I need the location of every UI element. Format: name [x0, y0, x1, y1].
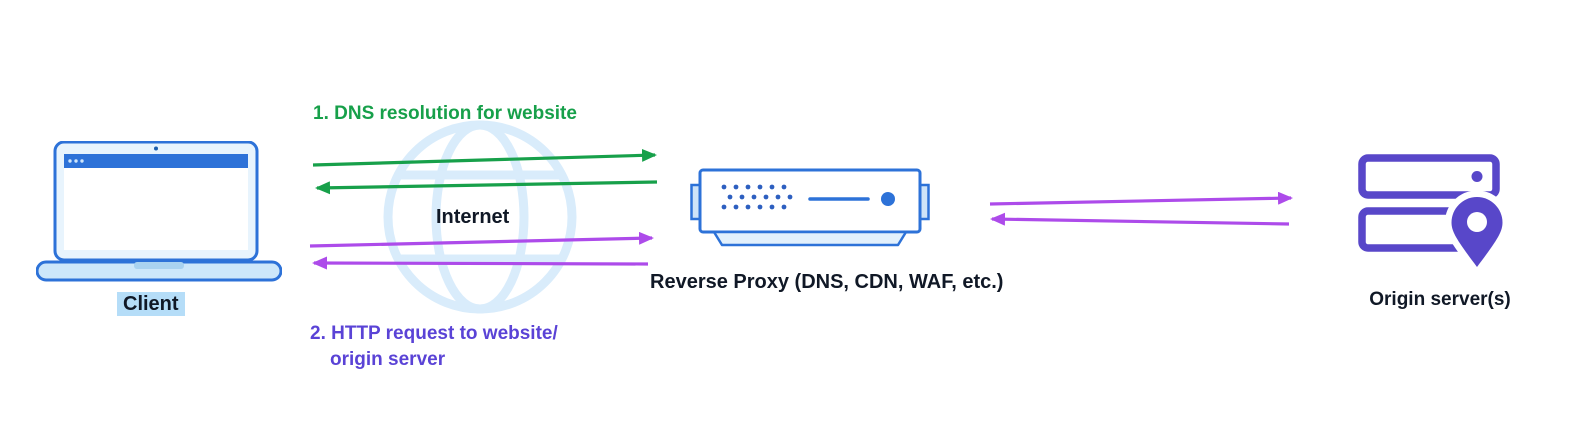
globe-lines — [383, 120, 577, 314]
location-pin-icon — [1445, 190, 1509, 274]
laptop-screen — [53, 141, 259, 262]
reverse-proxy-appliance-icon — [690, 168, 930, 247]
client-laptop-icon — [36, 141, 282, 282]
http-response-arrow — [312, 256, 649, 270]
proxy-to-origin-arrow — [989, 191, 1293, 206]
client-label-wrap: Client — [117, 292, 185, 316]
client-label: Client — [117, 292, 185, 316]
laptop-screen-content — [64, 168, 248, 250]
http-step-label-line1: 2. HTTP request to website/ — [310, 323, 558, 344]
origin-arrows-icon — [989, 191, 1293, 226]
dns-request-arrow — [312, 148, 657, 167]
proxy-base — [712, 230, 908, 247]
origin-server-top — [1358, 154, 1500, 199]
dns-arrows-icon — [312, 148, 658, 195]
http-request-arrow — [309, 231, 654, 248]
reverse-proxy-label: Reverse Proxy (DNS, CDN, WAF, etc.) — [650, 271, 1004, 293]
laptop-titlebar — [64, 154, 248, 168]
http-step-label-line2: origin server — [330, 349, 446, 370]
laptop-camera-dot — [154, 146, 158, 151]
proxy-indicator-dot — [881, 192, 895, 206]
http-step-label: 2. HTTP request to website/ origin serve… — [310, 321, 558, 373]
dns-step-label: 1. DNS resolution for website — [313, 103, 577, 124]
internet-label: Internet — [436, 206, 510, 228]
laptop-base — [36, 260, 282, 282]
origin-server-icon — [1358, 154, 1509, 274]
proxy-vent-dots — [721, 184, 793, 210]
origin-server-top-dot — [1471, 171, 1483, 182]
dns-response-arrow — [315, 180, 658, 195]
origin-to-proxy-arrow — [990, 212, 1290, 226]
internet-globe-icon — [383, 120, 577, 314]
http-arrows-icon — [309, 231, 654, 270]
origin-server-label: Origin server(s) — [1369, 289, 1511, 310]
laptop-titlebar-dots — [68, 159, 84, 163]
